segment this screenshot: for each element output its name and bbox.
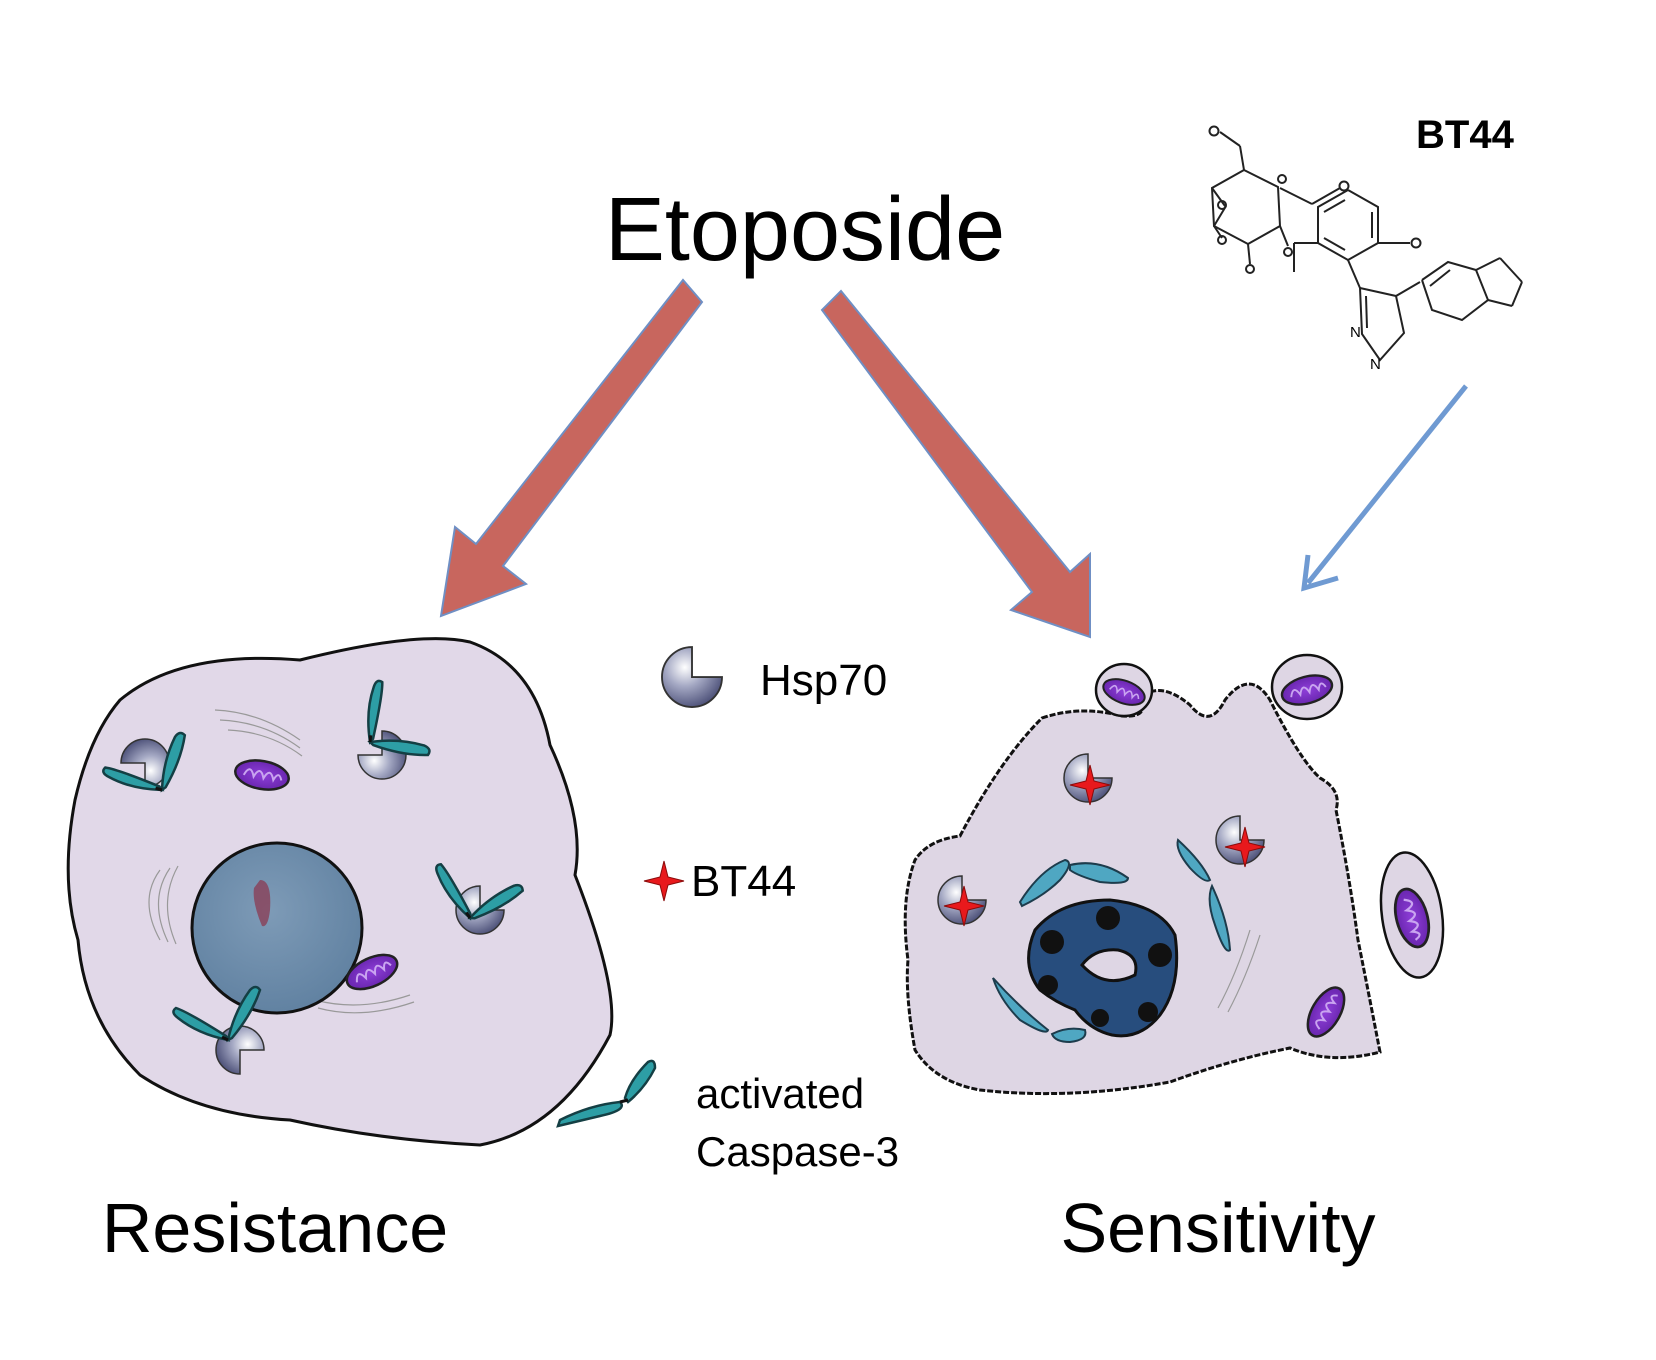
arrow-to-sensitivity: [820, 289, 1091, 639]
apoptotic-bodies: [1094, 653, 1445, 979]
arrow-bt44-to-sensitivity: [1301, 384, 1468, 592]
legend-caspase-label-line1: activated: [696, 1070, 864, 1117]
sensitive-cell: [903, 682, 1382, 1096]
compound-label: BT44: [1416, 113, 1515, 157]
legend-caspase-icon: [556, 1059, 657, 1128]
free-caspase-2: [1176, 838, 1232, 952]
legend: Hsp70 BT44 activated Caspase-3: [556, 646, 899, 1175]
free-caspase-1: [1018, 858, 1130, 908]
atom-n1: N: [1350, 324, 1361, 341]
legend-bt44-star-icon: [643, 860, 685, 902]
legend-bt44-label: BT44: [691, 857, 796, 906]
bt44-molecule: BT44: [1208, 113, 1523, 373]
resistant-nucleus: [190, 841, 364, 1015]
legend-caspase-label-line2: Caspase-3: [696, 1128, 899, 1175]
free-caspase-3: [992, 977, 1087, 1044]
arrow-to-resistance: [439, 278, 704, 618]
resistance-label: Resistance: [102, 1189, 448, 1267]
legend-hsp70-label: Hsp70: [760, 656, 887, 705]
resistant-cell: [66, 637, 614, 1147]
atom-n2: N: [1370, 356, 1381, 373]
legend-hsp70-icon: [661, 646, 723, 708]
drug-label: Etoposide: [605, 180, 1005, 280]
sensitivity-label: Sensitivity: [1060, 1189, 1375, 1267]
